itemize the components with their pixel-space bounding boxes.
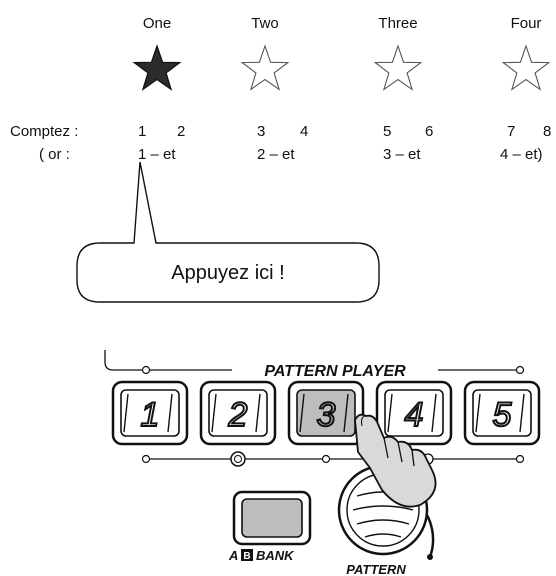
callout-bubble: [76, 161, 380, 303]
pointing-hand-icon: [354, 413, 437, 508]
pattern-button-1[interactable]: [111, 380, 189, 446]
bank-label-b: B: [243, 551, 250, 562]
star-outline-icon: [502, 45, 550, 90]
count-5: 5: [383, 123, 392, 140]
indicator-dot: [141, 454, 151, 464]
button-number-2: 2: [228, 396, 248, 434]
panel-frame-line: [104, 350, 142, 371]
alt-count-2: 2 – et: [257, 146, 295, 163]
beat-label-two: Two: [251, 15, 279, 32]
pattern-buttons: [111, 380, 541, 446]
count-8: 8: [543, 123, 552, 140]
indicator-dot: [321, 454, 331, 464]
pattern-button-3[interactable]: [287, 380, 365, 446]
count-3: 3: [257, 123, 266, 140]
button-number-1: 1: [141, 396, 160, 434]
beat-label-one: One: [142, 15, 172, 32]
bank-label-a: A: [228, 548, 238, 563]
count-4: 4: [300, 123, 309, 140]
ab-bank-button[interactable]: [232, 490, 312, 546]
alt-row-label: ( or :: [39, 146, 70, 163]
bank-label: BANK: [256, 548, 295, 563]
beat-label-three: Three: [378, 15, 418, 32]
count-1: 1: [138, 123, 147, 140]
pattern-button-2[interactable]: [199, 380, 277, 446]
alt-count-4: 4 – et): [500, 146, 543, 163]
button-number-4: 4: [405, 396, 424, 434]
count-6: 6: [425, 123, 434, 140]
alt-count-1: 1 – et: [138, 146, 176, 163]
count-2: 2: [177, 123, 186, 140]
panel-title: PATTERN PLAYER: [264, 363, 406, 380]
beat-label-four: Four: [510, 15, 542, 32]
callout-text: Appuyez ici !: [171, 262, 285, 284]
star-filled-icon: [133, 45, 181, 91]
alt-count-3: 3 – et: [383, 146, 421, 163]
star-outline-icon: [241, 45, 289, 90]
bank-b-box: [241, 549, 253, 561]
button-number-3: 3: [317, 396, 336, 434]
pattern-button-4[interactable]: [375, 380, 453, 446]
knob-label: PATTERN: [346, 562, 406, 576]
indicator-dot: [515, 454, 525, 464]
count-row-label: Comptez :: [10, 123, 79, 140]
pattern-button-5[interactable]: [463, 380, 541, 446]
count-7: 7: [507, 123, 516, 140]
star-outline-icon: [374, 45, 422, 90]
button-number-5: 5: [493, 396, 512, 434]
